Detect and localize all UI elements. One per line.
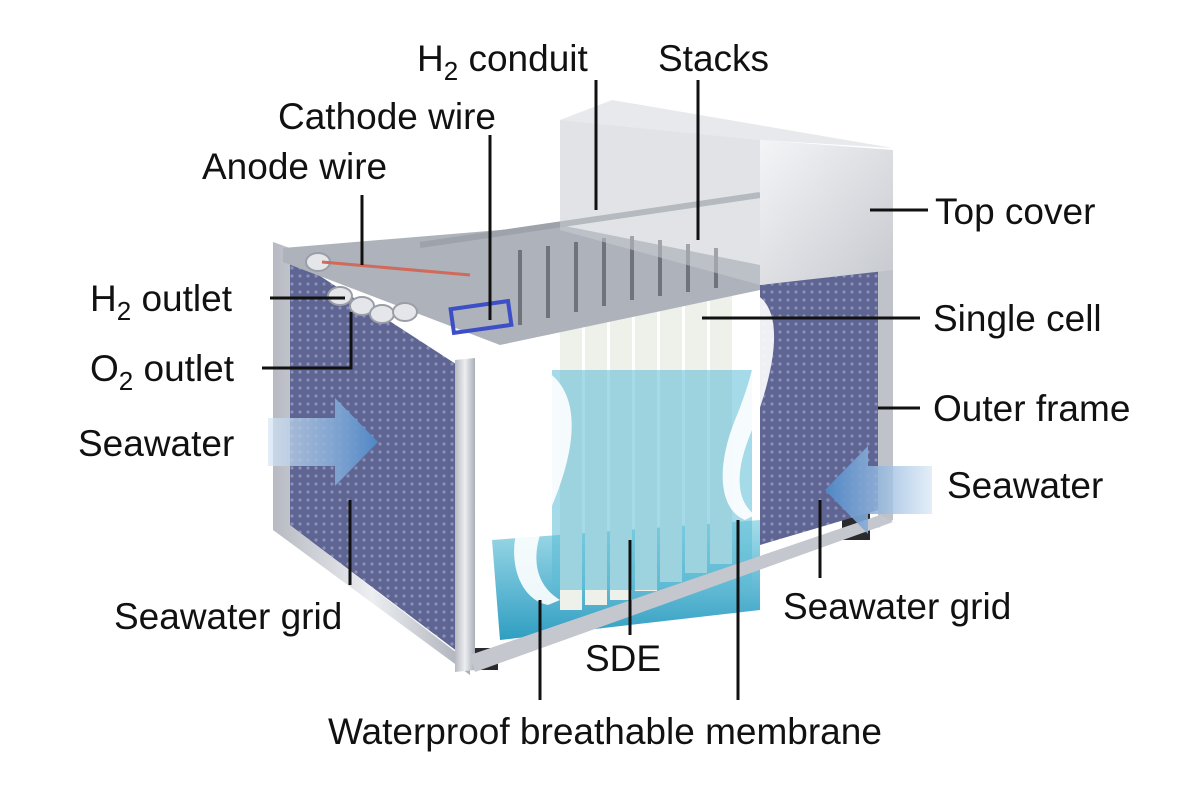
label-seawater-right: Seawater: [947, 467, 1103, 504]
label-h2-outlet: H2 outlet: [90, 280, 232, 317]
label-o2-outlet: O2 outlet: [90, 350, 234, 387]
label-sde: SDE: [585, 640, 661, 677]
label-stacks: Stacks: [658, 40, 769, 77]
label-cathode-wire: Cathode wire: [278, 98, 496, 135]
label-h2-conduit: H2 conduit: [417, 40, 588, 77]
front-frame: [455, 358, 475, 672]
label-h2-outlet-main: H: [90, 278, 117, 319]
label-membrane: Waterproof breathable membrane: [328, 713, 882, 750]
label-h2-conduit-main: H: [417, 38, 444, 79]
label-outer-frame: Outer frame: [933, 390, 1130, 427]
label-o2-outlet-main: O: [90, 348, 119, 389]
label-o2-outlet-sub: 2: [119, 366, 133, 396]
label-top-cover: Top cover: [935, 193, 1095, 230]
label-h2-outlet-rest: outlet: [131, 278, 232, 319]
single-cells: [552, 284, 752, 610]
label-seawater-grid-left: Seawater grid: [114, 598, 342, 635]
label-single-cell: Single cell: [933, 300, 1102, 337]
top-cover-front: [760, 140, 893, 285]
label-h2-outlet-sub: 2: [117, 296, 131, 326]
label-h2-conduit-rest: conduit: [458, 38, 588, 79]
label-seawater-left: Seawater: [78, 425, 234, 462]
label-o2-outlet-rest: outlet: [133, 348, 234, 389]
label-anode-wire: Anode wire: [202, 148, 387, 185]
label-seawater-grid-right: Seawater grid: [783, 588, 1011, 625]
label-h2-conduit-sub: 2: [444, 56, 458, 86]
